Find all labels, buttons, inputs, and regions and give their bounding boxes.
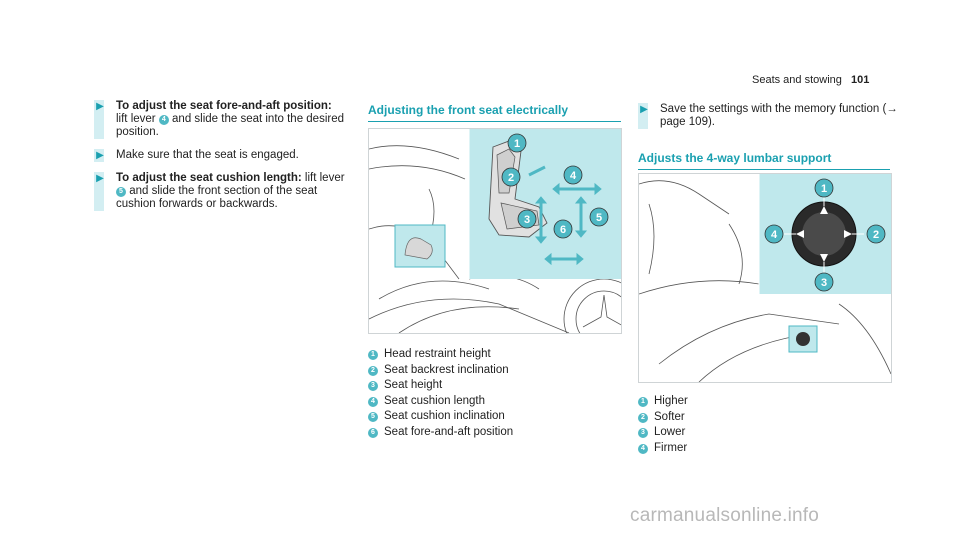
callout-number: 5 <box>116 187 126 197</box>
legend-label: Seat cushion inclination <box>384 410 505 422</box>
legend-item: 6 Seat fore-and-aft position <box>368 425 513 441</box>
step-bar <box>94 149 104 162</box>
legend-number: 1 <box>368 350 378 360</box>
legend-label: Higher <box>654 395 688 407</box>
watermark: carmanualsonline.info <box>630 505 820 526</box>
lumbar-section-title: Adjusts the 4-way lumbar support <box>638 151 890 170</box>
legend-label: Lower <box>654 426 686 438</box>
legend-item: 4 Seat cushion length <box>368 394 513 410</box>
lumbar-figure: 1 2 3 4 <box>638 173 892 383</box>
lumbar-illustration: 1 2 3 4 <box>639 174 891 382</box>
step-arrow-icon: ▶ <box>96 150 104 161</box>
callout-1: 1 <box>514 138 520 150</box>
lumbar-callout-1: 1 <box>821 183 827 195</box>
electric-section-title: Adjusting the front seat electrically <box>368 103 621 122</box>
callout-6: 6 <box>560 224 566 236</box>
step-engaged: ▶ Make sure that the seat is engaged. <box>94 149 354 162</box>
step-text-a: Make sure that the seat is engaged. <box>116 149 299 161</box>
step-bar <box>94 100 104 139</box>
step-text-b: and slide the front section of the seat … <box>116 185 318 210</box>
step-text: To adjust the seat cushion length: lift … <box>116 172 354 211</box>
callout-number: 4 <box>158 115 169 125</box>
page-number: 101 <box>850 74 870 86</box>
electric-seat-figure: 1 2 3 4 5 6 <box>368 128 622 334</box>
lumbar-callout-4: 4 <box>771 229 778 241</box>
legend-number: 6 <box>368 427 378 438</box>
callout-2: 2 <box>508 172 514 184</box>
callout-4: 4 <box>570 170 577 182</box>
legend-label: Firmer <box>654 441 688 454</box>
step-text: Make sure that the seat is engaged. <box>116 149 354 162</box>
legend-label: Seat fore-and-aft position <box>384 425 514 438</box>
legend-number: 4 <box>368 396 378 407</box>
legend-item: 3 Seat height <box>368 378 513 394</box>
legend-item: 1 Head restraint height <box>368 347 513 363</box>
legend-item: 4 Firmer <box>638 441 688 457</box>
legend-number: 4 <box>638 443 648 454</box>
electric-legend: 1 Head restraint height 2 Seat backrest in… <box>368 347 513 440</box>
lumbar-legend: 1 Higher 2 Softer 3 Lower 4 Firmer <box>638 394 688 456</box>
instruction-column: ▶ To adjust the seat fore-and-aft positi… <box>94 100 354 221</box>
step-text-a: lift lever <box>116 113 156 125</box>
legend-number: 3 <box>368 381 378 391</box>
legend-number: 5 <box>368 412 378 422</box>
legend-label: Softer <box>654 410 685 423</box>
legend-item: 1 Higher <box>638 394 688 410</box>
legend-item: 3 Lower <box>638 425 688 441</box>
step-cushion-length: ▶ To adjust the seat cushion length: lif… <box>94 172 354 211</box>
callout-5: 5 <box>596 212 602 224</box>
lumbar-callout-3: 3 <box>821 277 827 289</box>
legend-label: Seat backrest inclination <box>384 363 509 376</box>
legend-number: 2 <box>638 412 648 423</box>
step-arrow-icon: ▶ <box>96 173 104 184</box>
legend-number: 3 <box>638 428 648 438</box>
step-bar <box>94 172 104 211</box>
legend-label: Head restraint height <box>384 348 491 360</box>
legend-label: Seat cushion length <box>384 394 486 407</box>
legend-number: 1 <box>638 397 648 407</box>
step-heading: To adjust the seat fore-and-aft position… <box>116 100 332 112</box>
step-arrow-icon: ▶ <box>96 101 104 112</box>
step-text-a: lift lever <box>304 172 345 184</box>
step-text: To adjust the seat fore-and-aft position… <box>116 100 354 139</box>
step-text-b: and slide the seat into the desired posi… <box>116 113 345 138</box>
page-header: Seats and stowing 101 <box>752 74 869 86</box>
legend-number: 2 <box>368 365 378 376</box>
step-bar <box>638 103 648 129</box>
seat-illustration: 1 2 3 4 5 6 <box>369 129 621 333</box>
step-arrow-icon: ▶ <box>640 104 648 115</box>
legend-item: 2 Softer <box>638 410 688 426</box>
step-text: Save the settings with the memory functi… <box>660 103 898 128</box>
lumbar-callout-2: 2 <box>873 229 879 241</box>
legend-item: 2 Seat backrest inclination <box>368 363 513 379</box>
section-name: Seats and stowing <box>752 74 842 86</box>
legend-item: 5 Seat cushion inclination <box>368 409 513 425</box>
step-fore-aft: ▶ To adjust the seat fore-and-aft positi… <box>94 100 354 139</box>
step-memory: ▶ Save the settings with the memory func… <box>638 103 898 129</box>
step-heading: To adjust the seat cushion length: <box>116 172 302 184</box>
legend-label: Seat height <box>384 379 443 391</box>
callout-3: 3 <box>524 214 530 226</box>
